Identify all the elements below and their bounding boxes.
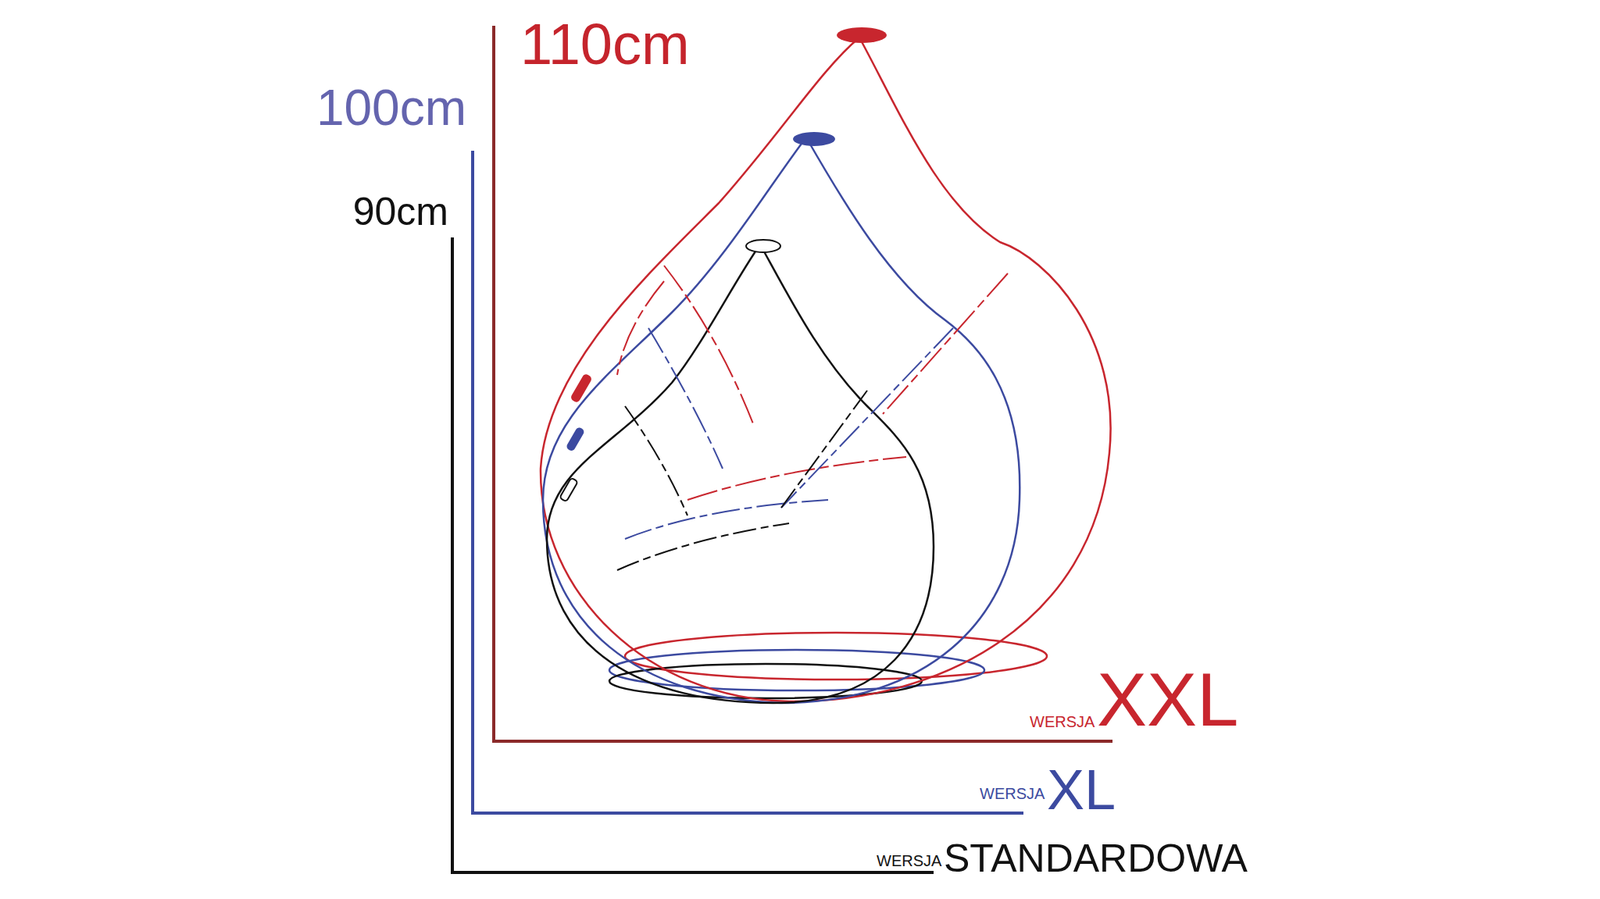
standard-axis [452,237,934,873]
standard-handle [746,239,781,253]
size-name: STANDARDOWA [943,839,1248,879]
version-word: WERSJA [1029,714,1095,730]
version-word: WERSJA [979,785,1045,802]
standard-tab [559,478,579,503]
xxl-beanbag [540,37,1111,702]
crease [617,390,868,571]
standard-beanbag [546,244,934,704]
version-word: WERSJA [876,853,942,869]
size-name: XXL [1096,662,1239,738]
xl-axis [472,150,1024,814]
xl-tab [565,426,586,453]
size-name: XL [1046,761,1116,818]
xxl-tab [569,373,593,404]
xl-handle [792,132,836,147]
xl-beanbag [542,137,1020,704]
crease [625,328,954,540]
xxl-handle [836,27,887,43]
height-label: 100cm [316,82,467,133]
height-label: 110cm [520,15,690,74]
xxl-axis [493,25,1113,742]
height-label: 90cm [353,192,449,232]
